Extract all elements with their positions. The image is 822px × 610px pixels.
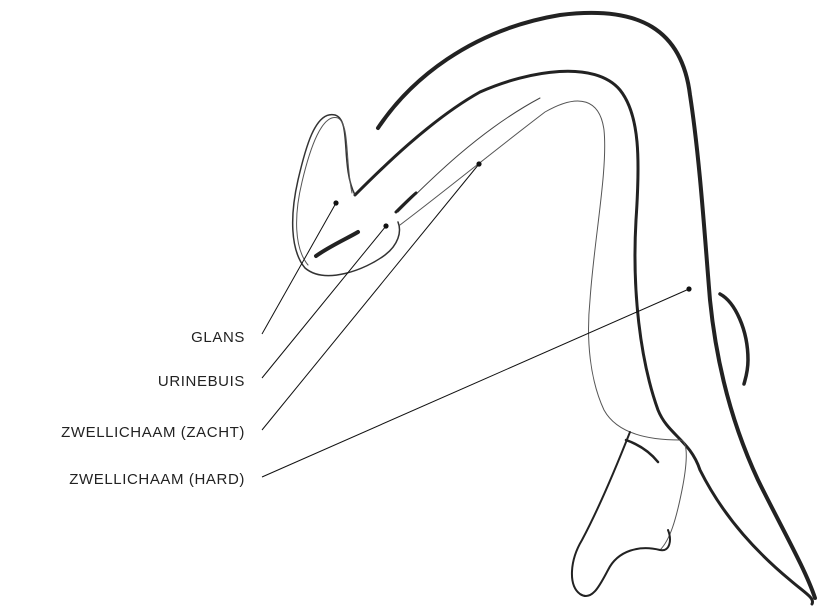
label-glans: GLANS [0, 329, 245, 346]
dot-hard [686, 286, 691, 291]
leader-glans [262, 203, 336, 334]
soft-body-line [398, 98, 540, 212]
glans-outline-inner [297, 118, 352, 265]
urethra-mark [316, 232, 358, 256]
front-leg-mark [626, 440, 658, 462]
label-urinebuis: URINEBUIS [0, 373, 245, 390]
side-bulge [720, 294, 748, 384]
front-leg [572, 432, 670, 596]
label-zwellichaam-zacht: ZWELLICHAAM (ZACHT) [0, 424, 245, 441]
dot-zacht [476, 161, 481, 166]
dot-urinebuis [383, 223, 388, 228]
leader-hard [262, 289, 689, 477]
dot-glans [333, 200, 338, 205]
label-zwellichaam-hard: ZWELLICHAAM (HARD) [0, 471, 245, 488]
soft-body-mark [396, 193, 416, 212]
